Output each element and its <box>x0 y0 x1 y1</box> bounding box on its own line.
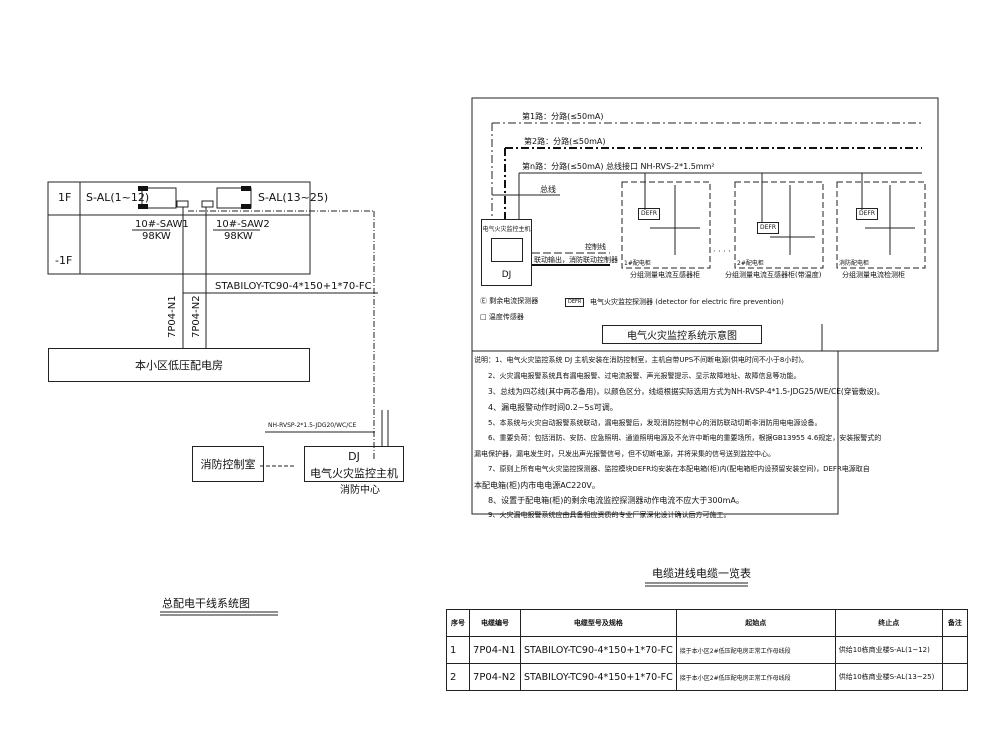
cell-start: 接于本小区2#低压配电房正常工作母线段 <box>675 663 836 691</box>
cell-index: 2 <box>446 663 470 691</box>
note-5: 5、本系统与火灾自动报警系统联动，漏电报警后，发现消防控制中心的消防联动切断非消… <box>488 419 822 427</box>
note-1: 说明：1、电气火灾监控系统 DJ 主机安装在消防控制室，主机自带UPS不间断电源… <box>474 356 809 364</box>
note-4: 4、漏电报警动作时间0.2~5s可调。 <box>488 403 618 412</box>
cabinet-2-caption: 分组测量电流互感器柜(带温度) <box>725 271 822 279</box>
note-9: 9、火灾漏电报警系统应由具备相应资质的专业厂家深化设计确认后方可施工。 <box>488 511 731 519</box>
fire-monitor-host-box: DJ 电气火灾监控主机 <box>304 446 404 482</box>
host-screen <box>490 238 523 262</box>
fire-control-room-box: 消防控制室 <box>192 446 264 482</box>
control-out-label: 控制线 <box>585 243 606 251</box>
cabinet-2-detector: DEFR <box>757 222 780 234</box>
cabinet-1-caption: 分组测量电流互感器柜 <box>630 271 700 279</box>
cable-spec-label: STABILOY-TC90-4*150+1*70-FC <box>215 281 372 292</box>
cell-index: 1 <box>446 636 470 664</box>
substation-box: 本小区低压配电房 <box>48 348 310 382</box>
floor-label-1f: 1F <box>58 191 72 204</box>
header-cable-no: 电缆编号 <box>469 609 521 637</box>
cabinet-3-tag: 消防配电柜 <box>839 260 870 267</box>
table-row: 2 7P04-N2 STABILOY-TC90-4*150+1*70-FC 接于… <box>446 663 969 691</box>
cell-remark <box>941 663 969 691</box>
host-box: 电气火灾监控主机 DJ <box>481 219 532 286</box>
header-remark: 备注 <box>941 609 969 637</box>
note-8: 8、设置于配电箱(柜)的剩余电流监控探测器动作电流不应大于300mA。 <box>488 496 744 505</box>
right-diagram-title: 电气火灾监控系统示意图 <box>627 331 737 342</box>
left-diagram-title: 总配电干线系统图 <box>162 597 250 610</box>
cabinet-1-tag: 1#配电柜 <box>624 260 651 267</box>
control-line-label: NH-RVSP-2*1.5-JDG20/WC/CE <box>268 422 357 429</box>
header-spec: 电缆型号及规格 <box>520 609 677 637</box>
legend-defr: 电气火灾监控探测器 (detector for electric fire pr… <box>590 298 784 306</box>
header-end: 终止点 <box>834 609 943 637</box>
note-7: 7、原则上所有电气火灾监控探测器、监控模块DEFR均安装在本配电箱(柜)内(配电… <box>488 465 870 473</box>
loop-2-label: 第2路：分路(≤50mA) <box>524 137 606 146</box>
note-6-cont: 漏电保护器，漏电发生时，只发出声光报警信号，但不切断电源，并将采集的信号送到监控… <box>474 450 775 458</box>
cable-table-title: 电缆进线电缆一览表 <box>652 567 751 580</box>
monitor-location: 消防中心 <box>340 485 380 496</box>
table-row: 1 7P04-N1 STABILOY-TC90-4*150+1*70-FC 接于… <box>446 636 969 664</box>
legend-temp-text: 温度传感器 <box>488 313 524 321</box>
busway-label-right: S-AL(13~25) <box>258 191 329 204</box>
floor-label-b1f: -1F <box>55 254 73 267</box>
fire-control-room-label: 消防控制室 <box>200 458 256 471</box>
cell-cable-no: 7P04-N2 <box>469 663 521 691</box>
legend-residual: Ⓔ 剩余电流探测器 <box>480 298 538 305</box>
cabinet-3-detector: DEFR <box>856 208 879 220</box>
saw1-power: 98KW <box>142 231 171 242</box>
cell-start: 接于本小区2#低压配电房正常工作母线段 <box>675 636 836 664</box>
cell-end: 供给10栋商业楼S-AL(1~12) <box>834 636 943 664</box>
header-start: 起始点 <box>675 609 836 637</box>
loop-n-label: 第n路：分路(≤50mA) 总线接口 NH-RVS-2*1.5mm² <box>522 162 715 171</box>
cell-cable-no: 7P04-N1 <box>469 636 521 664</box>
saw2-name: 10#-SAW2 <box>216 219 270 230</box>
note-3: 3、总线为四芯线(其中两芯备用)，以颜色区分，线缆根据实际选用方式为NH-RVS… <box>488 387 885 396</box>
bus-label: 总线 <box>540 185 556 194</box>
cell-spec: STABILOY-TC90-4*150+1*70-FC <box>520 663 677 691</box>
monitor-code: DJ <box>348 450 360 463</box>
cable-table: 序号 电缆编号 电缆型号及规格 起始点 终止点 备注 1 7P04-N1 STA… <box>446 609 969 691</box>
loop-1-label: 第1路：分路(≤50mA) <box>522 112 604 121</box>
cell-end: 供给10栋商业楼S-AL(13~25) <box>834 663 943 691</box>
cabinet-3-caption: 分组测量电流检测柜 <box>842 271 905 279</box>
legend-temp: □ 温度传感器 <box>480 314 524 321</box>
saw1-name: 10#-SAW1 <box>135 219 189 230</box>
monitor-name: 电气火灾监控主机 <box>310 467 398 480</box>
legend-defr-tag: DEFR <box>565 298 585 307</box>
legend-residual-text: 剩余电流探测器 <box>489 297 539 305</box>
header-index: 序号 <box>446 609 470 637</box>
cell-spec: STABILOY-TC90-4*150+1*70-FC <box>520 636 677 664</box>
note-7-cont: 本配电箱(柜)内市电电源AC220V。 <box>474 481 600 490</box>
cell-remark <box>941 636 969 664</box>
table-header-row: 序号 电缆编号 电缆型号及规格 起始点 终止点 备注 <box>446 609 969 637</box>
cabinet-ellipsis: · · · · <box>713 247 731 256</box>
host-code: DJ <box>501 270 512 280</box>
cabinet-2-tag: 2#配电柜 <box>737 260 764 267</box>
busway-label-left: S-AL(1~12) <box>86 191 150 204</box>
temp-sensor-icon: □ <box>480 313 489 321</box>
note-6: 6、重要负荷：包括消防、安防、应急照明、通道照明电源及不允许中断电的重要场所，根… <box>488 434 882 442</box>
residual-detector-icon: Ⓔ <box>480 297 490 305</box>
host-label: 电气火灾监控主机 <box>482 226 531 233</box>
linkage-out-label: 联动输出，消防联动控制器 <box>534 256 618 264</box>
substation-label: 本小区低压配电房 <box>135 359 223 372</box>
feeder-n1-label: 7P04-N1 <box>167 295 178 338</box>
note-2: 2、火灾漏电报警系统具有漏电报警、过电流报警、声光报警提示、显示故障地址、故障信… <box>488 372 801 380</box>
cabinet-1-detector: DEFR <box>638 208 661 220</box>
saw2-power: 98KW <box>224 231 253 242</box>
feeder-n2-label: 7P04-N2 <box>191 295 202 338</box>
right-diagram-title-box: 电气火灾监控系统示意图 <box>602 325 762 344</box>
